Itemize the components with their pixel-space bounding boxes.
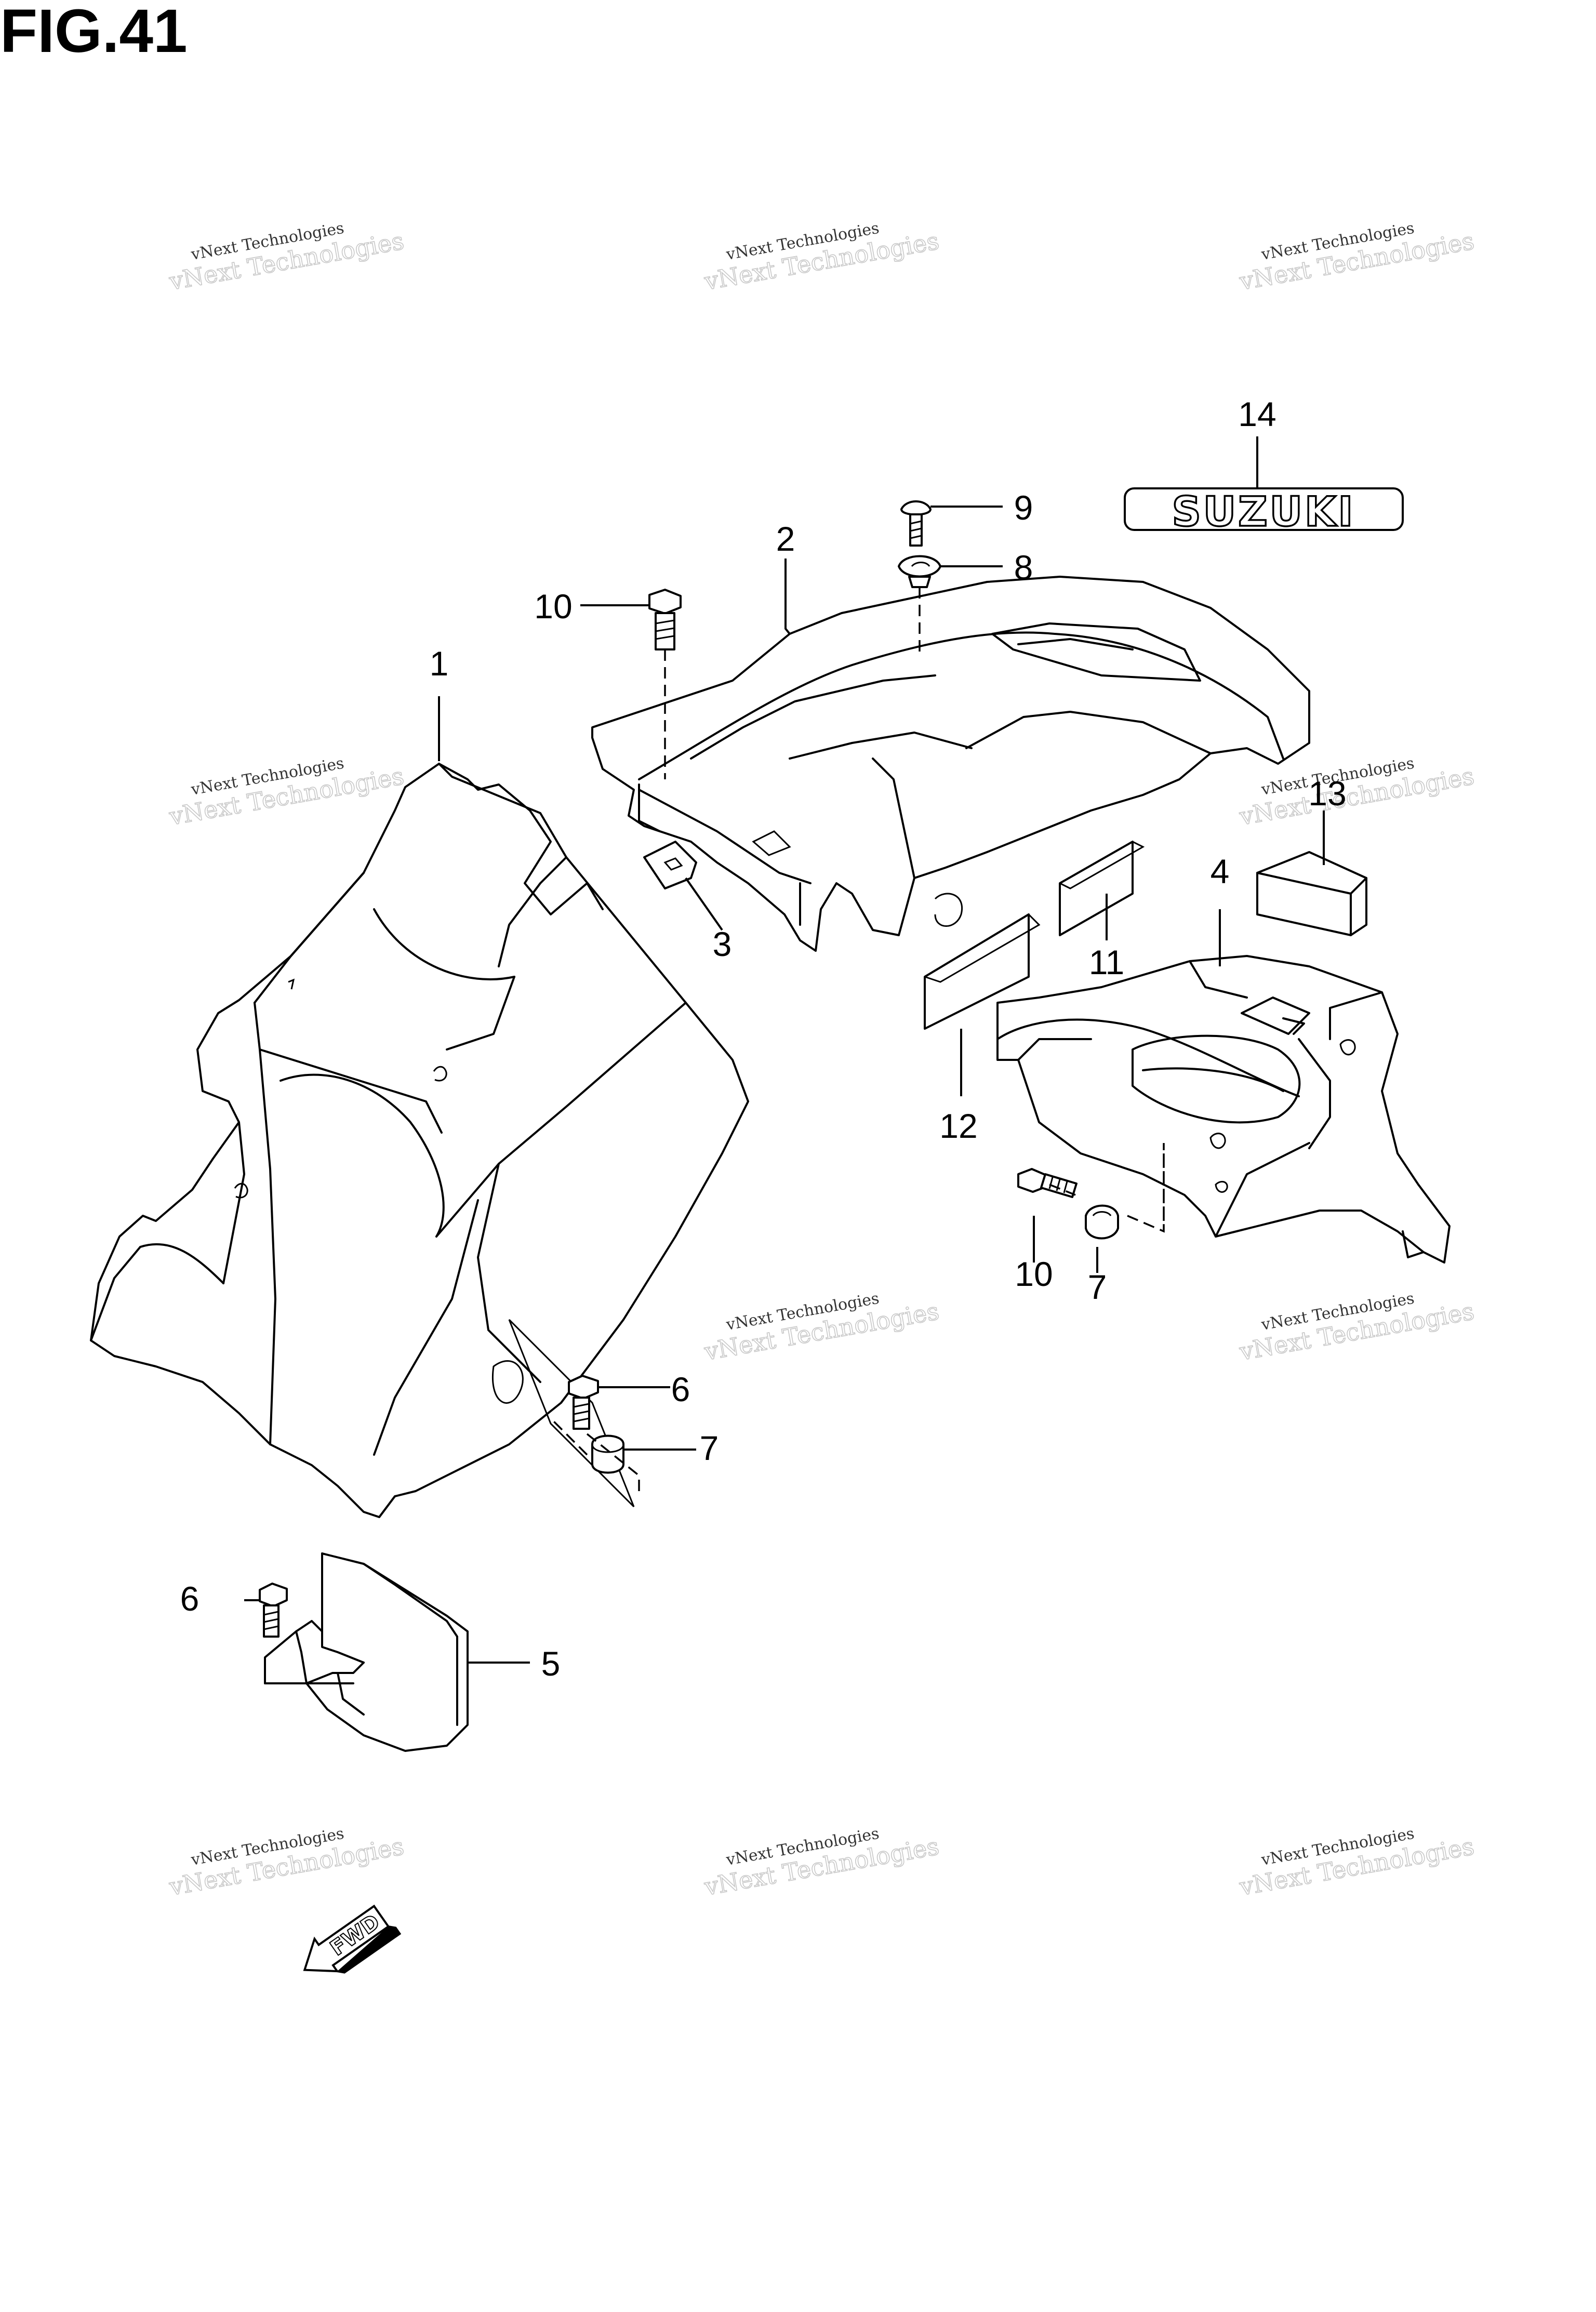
callout-12: 12 xyxy=(939,1107,977,1145)
part-4-rear-fender-lower[interactable] xyxy=(996,955,1451,1264)
part-8-grommet[interactable] xyxy=(898,555,941,588)
watermark: vNext Technologies vNext Technologies xyxy=(1236,1290,1477,1366)
part-6-bolt-lower[interactable] xyxy=(259,1583,288,1638)
callout-3: 3 xyxy=(713,925,732,963)
part-7-nut-lower[interactable] xyxy=(1085,1204,1119,1240)
callout-8: 8 xyxy=(1014,548,1033,587)
part-6-bolt-middle[interactable] xyxy=(568,1375,599,1430)
emblem-text: SUZUKI xyxy=(1172,489,1355,536)
watermark: vNext Technologies vNext Technologies xyxy=(1236,1825,1477,1902)
callout-10-lower: 10 xyxy=(1015,1255,1053,1293)
part-11-reflector[interactable] xyxy=(1059,841,1145,936)
watermark: vNext Technologies vNext Technologies xyxy=(166,219,406,296)
fwd-label: FWD xyxy=(326,1910,384,1961)
part-3-clip-nut[interactable] xyxy=(643,841,697,889)
part-13-cushion[interactable] xyxy=(1256,851,1367,936)
watermark: vNext Technologies vNext Technologies xyxy=(166,754,406,831)
watermark: vNext Technologies vNext Technologies xyxy=(701,1290,941,1366)
callout-9: 9 xyxy=(1014,488,1033,527)
part-7-nut-middle[interactable] xyxy=(591,1434,624,1474)
part-1-fender[interactable] xyxy=(90,763,749,1518)
part-5-mud-flap[interactable] xyxy=(264,1552,469,1752)
watermark: vNext Technologies vNext Technologies xyxy=(701,1825,941,1902)
callout-6-lower: 6 xyxy=(180,1579,200,1618)
callout-5: 5 xyxy=(541,1644,561,1683)
callout-6-middle: 6 xyxy=(671,1370,690,1409)
watermark: vNext Technologies vNext Technologies xyxy=(1236,219,1477,296)
watermark: vNext Technologies vNext Technologies xyxy=(701,219,941,296)
part-12-pad[interactable] xyxy=(924,913,1041,1030)
callout-14: 14 xyxy=(1238,395,1276,433)
emblem-plate xyxy=(1124,487,1404,531)
callout-10-upper: 10 xyxy=(534,587,572,626)
callout-7-middle: 7 xyxy=(700,1429,719,1467)
callout-2: 2 xyxy=(776,520,795,558)
leader-lines xyxy=(244,436,1325,1664)
callout-11: 11 xyxy=(1089,943,1125,981)
figure-title: FIG.41 xyxy=(0,0,188,65)
arrow-left-icon xyxy=(303,1904,390,1973)
assembly-lines xyxy=(550,587,1165,1496)
callout-7-lower: 7 xyxy=(1088,1268,1107,1306)
fwd-direction-marker: FWD xyxy=(303,1904,402,1974)
callout-1: 1 xyxy=(430,644,449,683)
callout-4: 4 xyxy=(1211,852,1230,891)
part-2-rear-fender[interactable] xyxy=(591,576,1310,952)
callout-labels: 1 2 3 4 5 6 6 7 7 8 9 10 10 11 12 13 14 xyxy=(180,395,1347,1683)
part-9-screw[interactable] xyxy=(900,500,932,547)
part-10-bolt-upper[interactable] xyxy=(648,589,682,650)
watermark: vNext Technologies vNext Technologies xyxy=(166,1825,406,1902)
callout-13: 13 xyxy=(1308,774,1346,813)
part-14-emblem[interactable]: SUZUKI xyxy=(1124,487,1404,537)
